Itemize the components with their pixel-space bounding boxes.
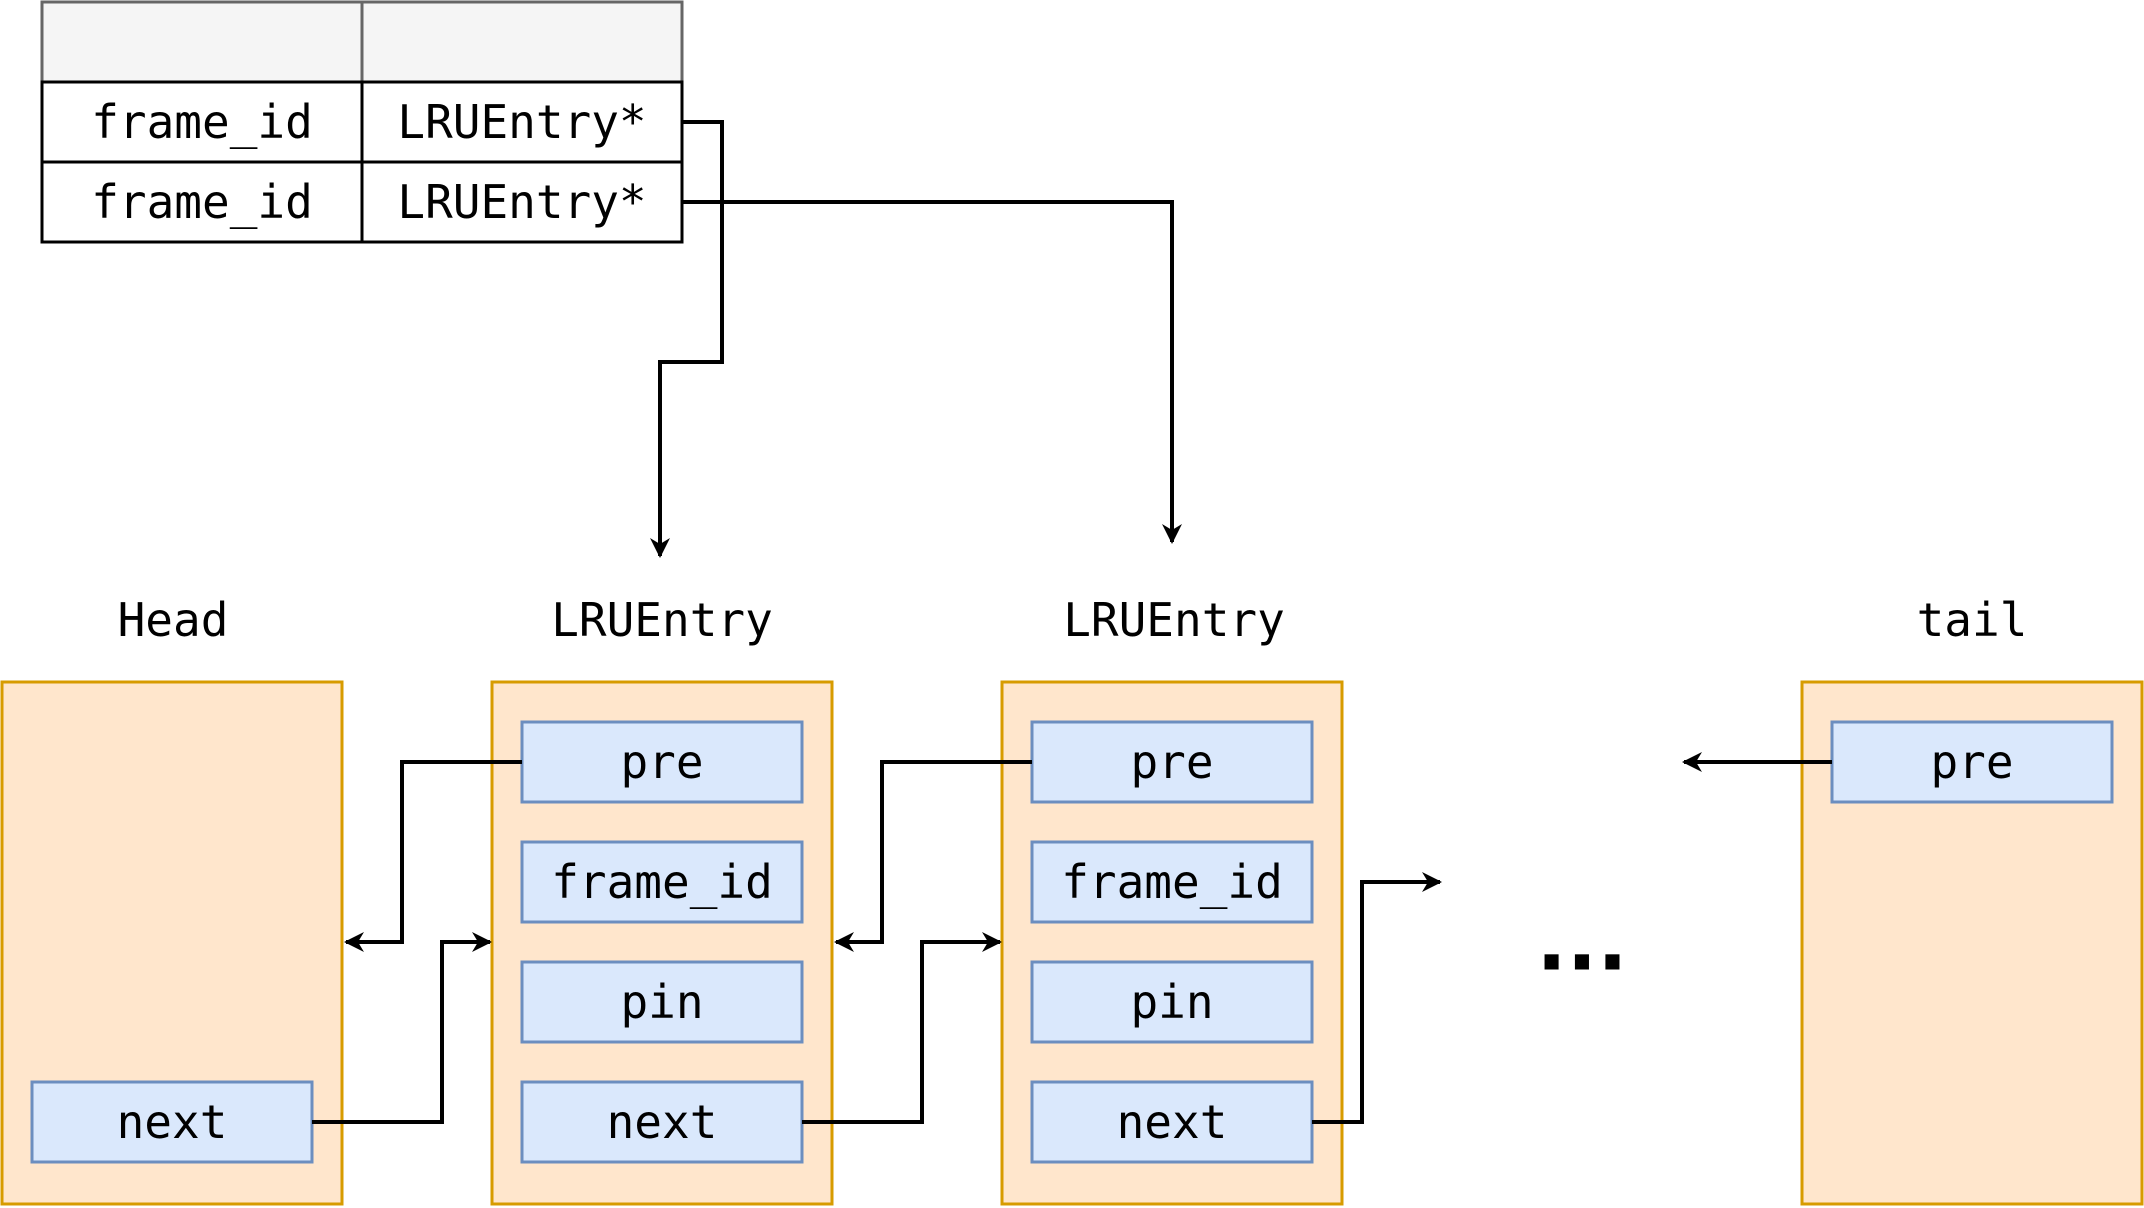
connector-entry1-pre [344,760,522,952]
ellipsis: ... [1536,896,1627,989]
tail-node: pre [1800,680,2144,1206]
entry2-next-field [1030,1080,1314,1164]
entry1-title: LRUEntry [551,593,773,647]
table-cell-key [40,160,364,244]
entry2-frame-id-label: frame_id [1061,855,1283,909]
entry1-node: pre frame_id pin next [490,680,834,1206]
entry1-frame-id-label: frame_id [551,855,773,909]
entry2-pre-field [1030,720,1314,804]
entry2-node: pre frame_id pin next [1000,680,1344,1206]
entry1-pin-field [520,960,804,1044]
head-next-field [30,1080,314,1164]
entry1-pin-label: pin [620,975,703,1029]
table-row: frame_id LRUEntry* [40,80,684,164]
hash-table: frame_id LRUEntry* frame_id LRUEntry* [40,0,684,244]
entry2-pin-label: pin [1130,975,1213,1029]
head-node: next [0,680,344,1206]
entry2-title: LRUEntry [1063,593,1285,647]
table-cell-key [40,80,364,164]
table-cell-value-text: LRUEntry* [397,175,646,229]
entry1-frame-id-field [520,840,804,924]
tail-pre-label: pre [1930,735,2013,789]
connector-entry1-next [802,932,1002,1124]
table-cell-value-text: LRUEntry* [397,95,646,149]
connector-entry2-pre [834,760,1032,952]
connector-row1-to-entry1 [650,120,724,558]
connector-row2-to-entry2 [682,200,1182,544]
table-cell-key-text: frame_id [91,175,313,229]
head-title: Head [118,593,229,647]
table-cell-value [360,80,684,164]
connector-entry2-next [1312,872,1442,1124]
entry2-pin-field [1030,960,1314,1044]
connectors [312,120,1832,1124]
entry2-frame-id-field [1030,840,1314,924]
entry2-pre-label: pre [1130,735,1213,789]
tail-title: tail [1917,593,2028,647]
head-next-label: next [117,1095,228,1149]
table-header-key-cell [40,0,364,84]
entry1-next-label: next [607,1095,718,1149]
table-row: frame_id LRUEntry* [40,160,684,244]
table-cell-key-text: frame_id [91,95,313,149]
connector-head-next [312,932,492,1124]
entry2-next-label: next [1117,1095,1228,1149]
entry1-pre-label: pre [620,735,703,789]
table-header-value-cell [360,0,684,84]
